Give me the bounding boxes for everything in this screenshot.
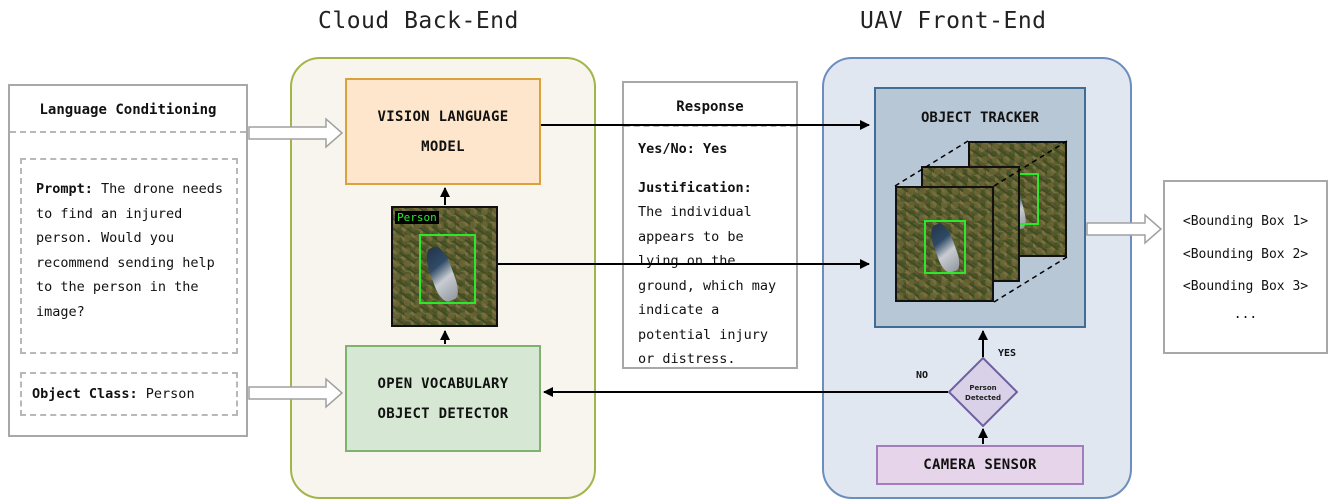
detection-image: Person [391, 206, 498, 327]
hollow-arrow-class-to-ovd [248, 377, 344, 409]
hollow-arrow-prompt-to-vlm [248, 117, 344, 149]
response-header: Response [676, 99, 744, 115]
frame-perspective-line [894, 140, 969, 187]
hollow-arrow-tracker-to-output [1086, 213, 1163, 245]
justification-label: Justification: [638, 180, 752, 196]
prompt-box: Prompt: The drone needs to find an injur… [20, 158, 238, 354]
object-tracker-label: OBJECT TRACKER [920, 110, 1039, 126]
decision-label-line2: Detected [965, 394, 1001, 402]
detection-bounding-box [419, 234, 476, 304]
ovd-label-line2: OBJECT DETECTOR [377, 405, 509, 422]
bounding-box-2: <Bounding Box 2> [1182, 247, 1309, 262]
camera-sensor-box: CAMERA SENSOR [876, 445, 1084, 485]
vlm-label-line2: MODEL [421, 138, 465, 155]
decision-label-line1: Person [969, 384, 996, 392]
person-detected-diamond [947, 356, 1019, 428]
frame-perspective-line [993, 256, 1068, 303]
language-conditioning-header: Language Conditioning [39, 102, 217, 118]
language-conditioning-panel: Language Conditioning Prompt: The drone … [8, 84, 248, 437]
object-class-text: Object Class: Person [32, 386, 195, 402]
vlm-label-line1: VISION LANGUAGE [377, 108, 509, 125]
response-yesno: Yes/No: Yes [638, 141, 728, 157]
bounding-box-3: <Bounding Box 3> [1182, 279, 1309, 294]
object-class-box: Object Class: Person [20, 372, 238, 416]
vision-language-model-box: VISION LANGUAGE MODEL [345, 78, 541, 185]
cloud-backend-title: Cloud Back-End [318, 8, 519, 34]
uav-frontend-title: UAV Front-End [860, 8, 1047, 34]
tracker-frame-1 [895, 186, 994, 302]
camera-sensor-label: CAMERA SENSOR [923, 457, 1037, 473]
bounding-box-ellipsis: ... [1233, 307, 1258, 322]
bounding-box-output-panel: <Bounding Box 1> <Bounding Box 2> <Bound… [1163, 180, 1328, 354]
open-vocabulary-detector-box: OPEN VOCABULARY OBJECT DETECTOR [345, 345, 541, 452]
no-label: NO [916, 370, 928, 381]
tracker-bbox-1 [924, 220, 966, 274]
yes-label: YES [998, 348, 1016, 359]
detection-label: Person [395, 211, 439, 224]
header-divider [10, 131, 246, 133]
frame-perspective-line [993, 140, 1068, 187]
bounding-box-1: <Bounding Box 1> [1182, 214, 1309, 229]
ovd-label-line1: OPEN VOCABULARY [377, 375, 509, 392]
prompt-text: Prompt: The drone needs to find an injur… [36, 181, 223, 320]
